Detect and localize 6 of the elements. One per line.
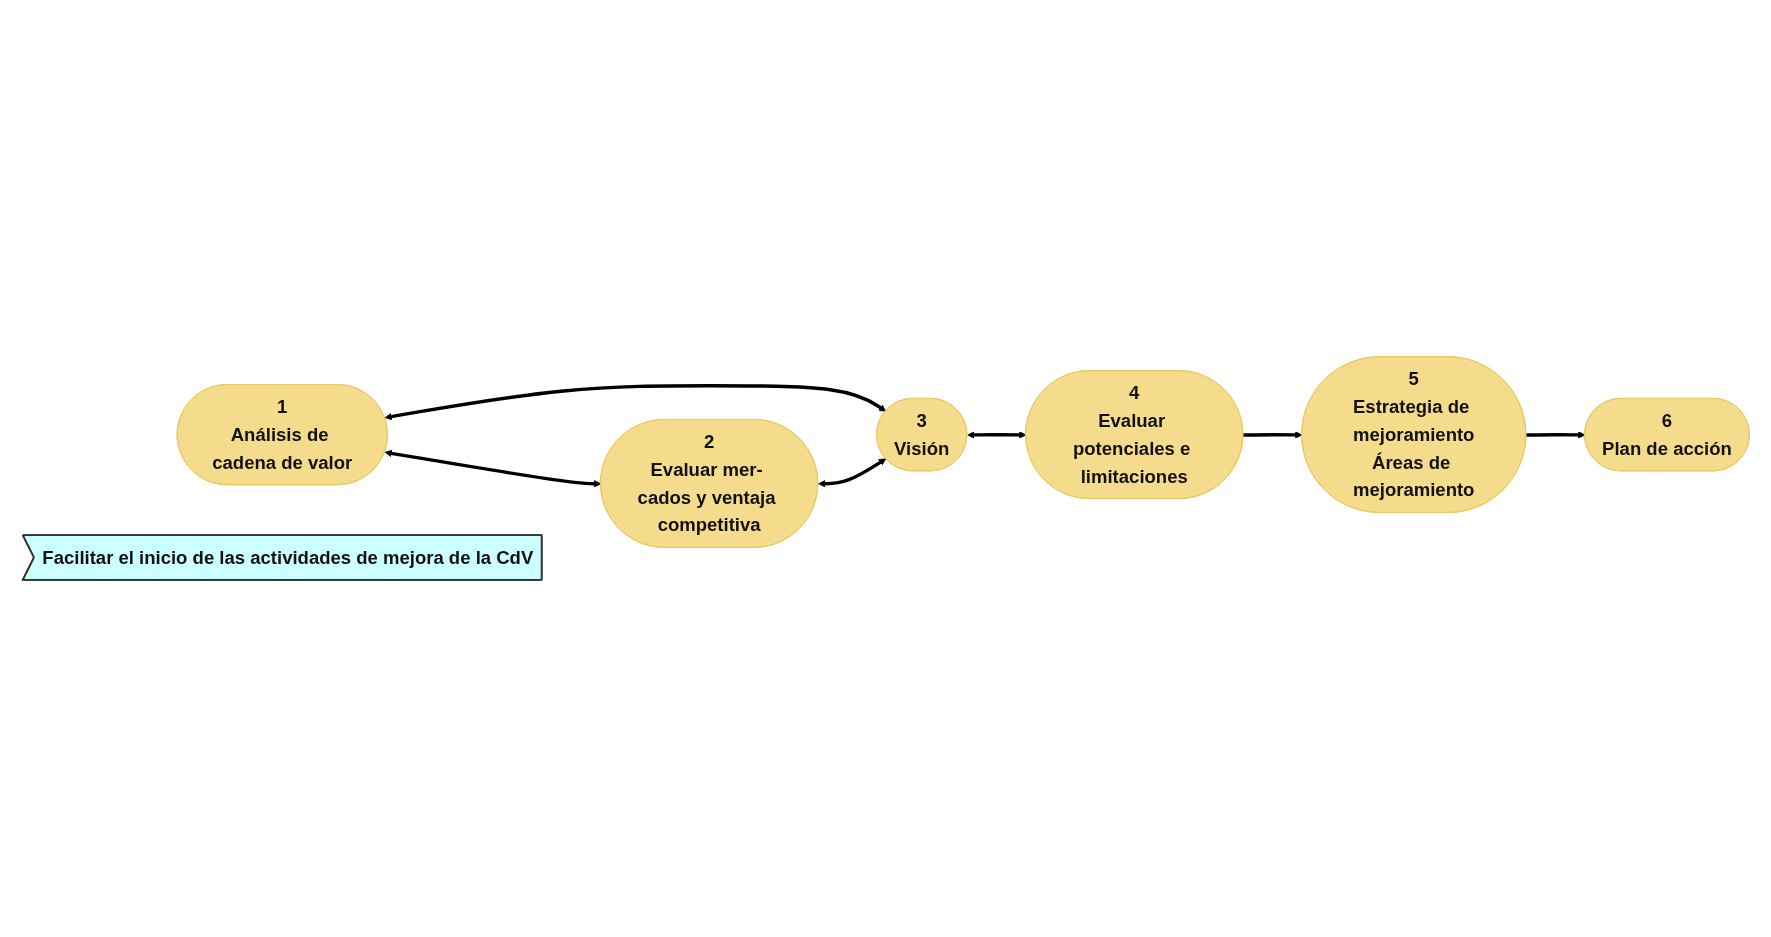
arrow: [1525, 431, 1585, 439]
arrow: [1242, 431, 1302, 439]
arrow: [384, 384, 886, 421]
arrow: [817, 458, 886, 488]
arrow: [384, 450, 601, 488]
arrow: [966, 431, 1026, 439]
